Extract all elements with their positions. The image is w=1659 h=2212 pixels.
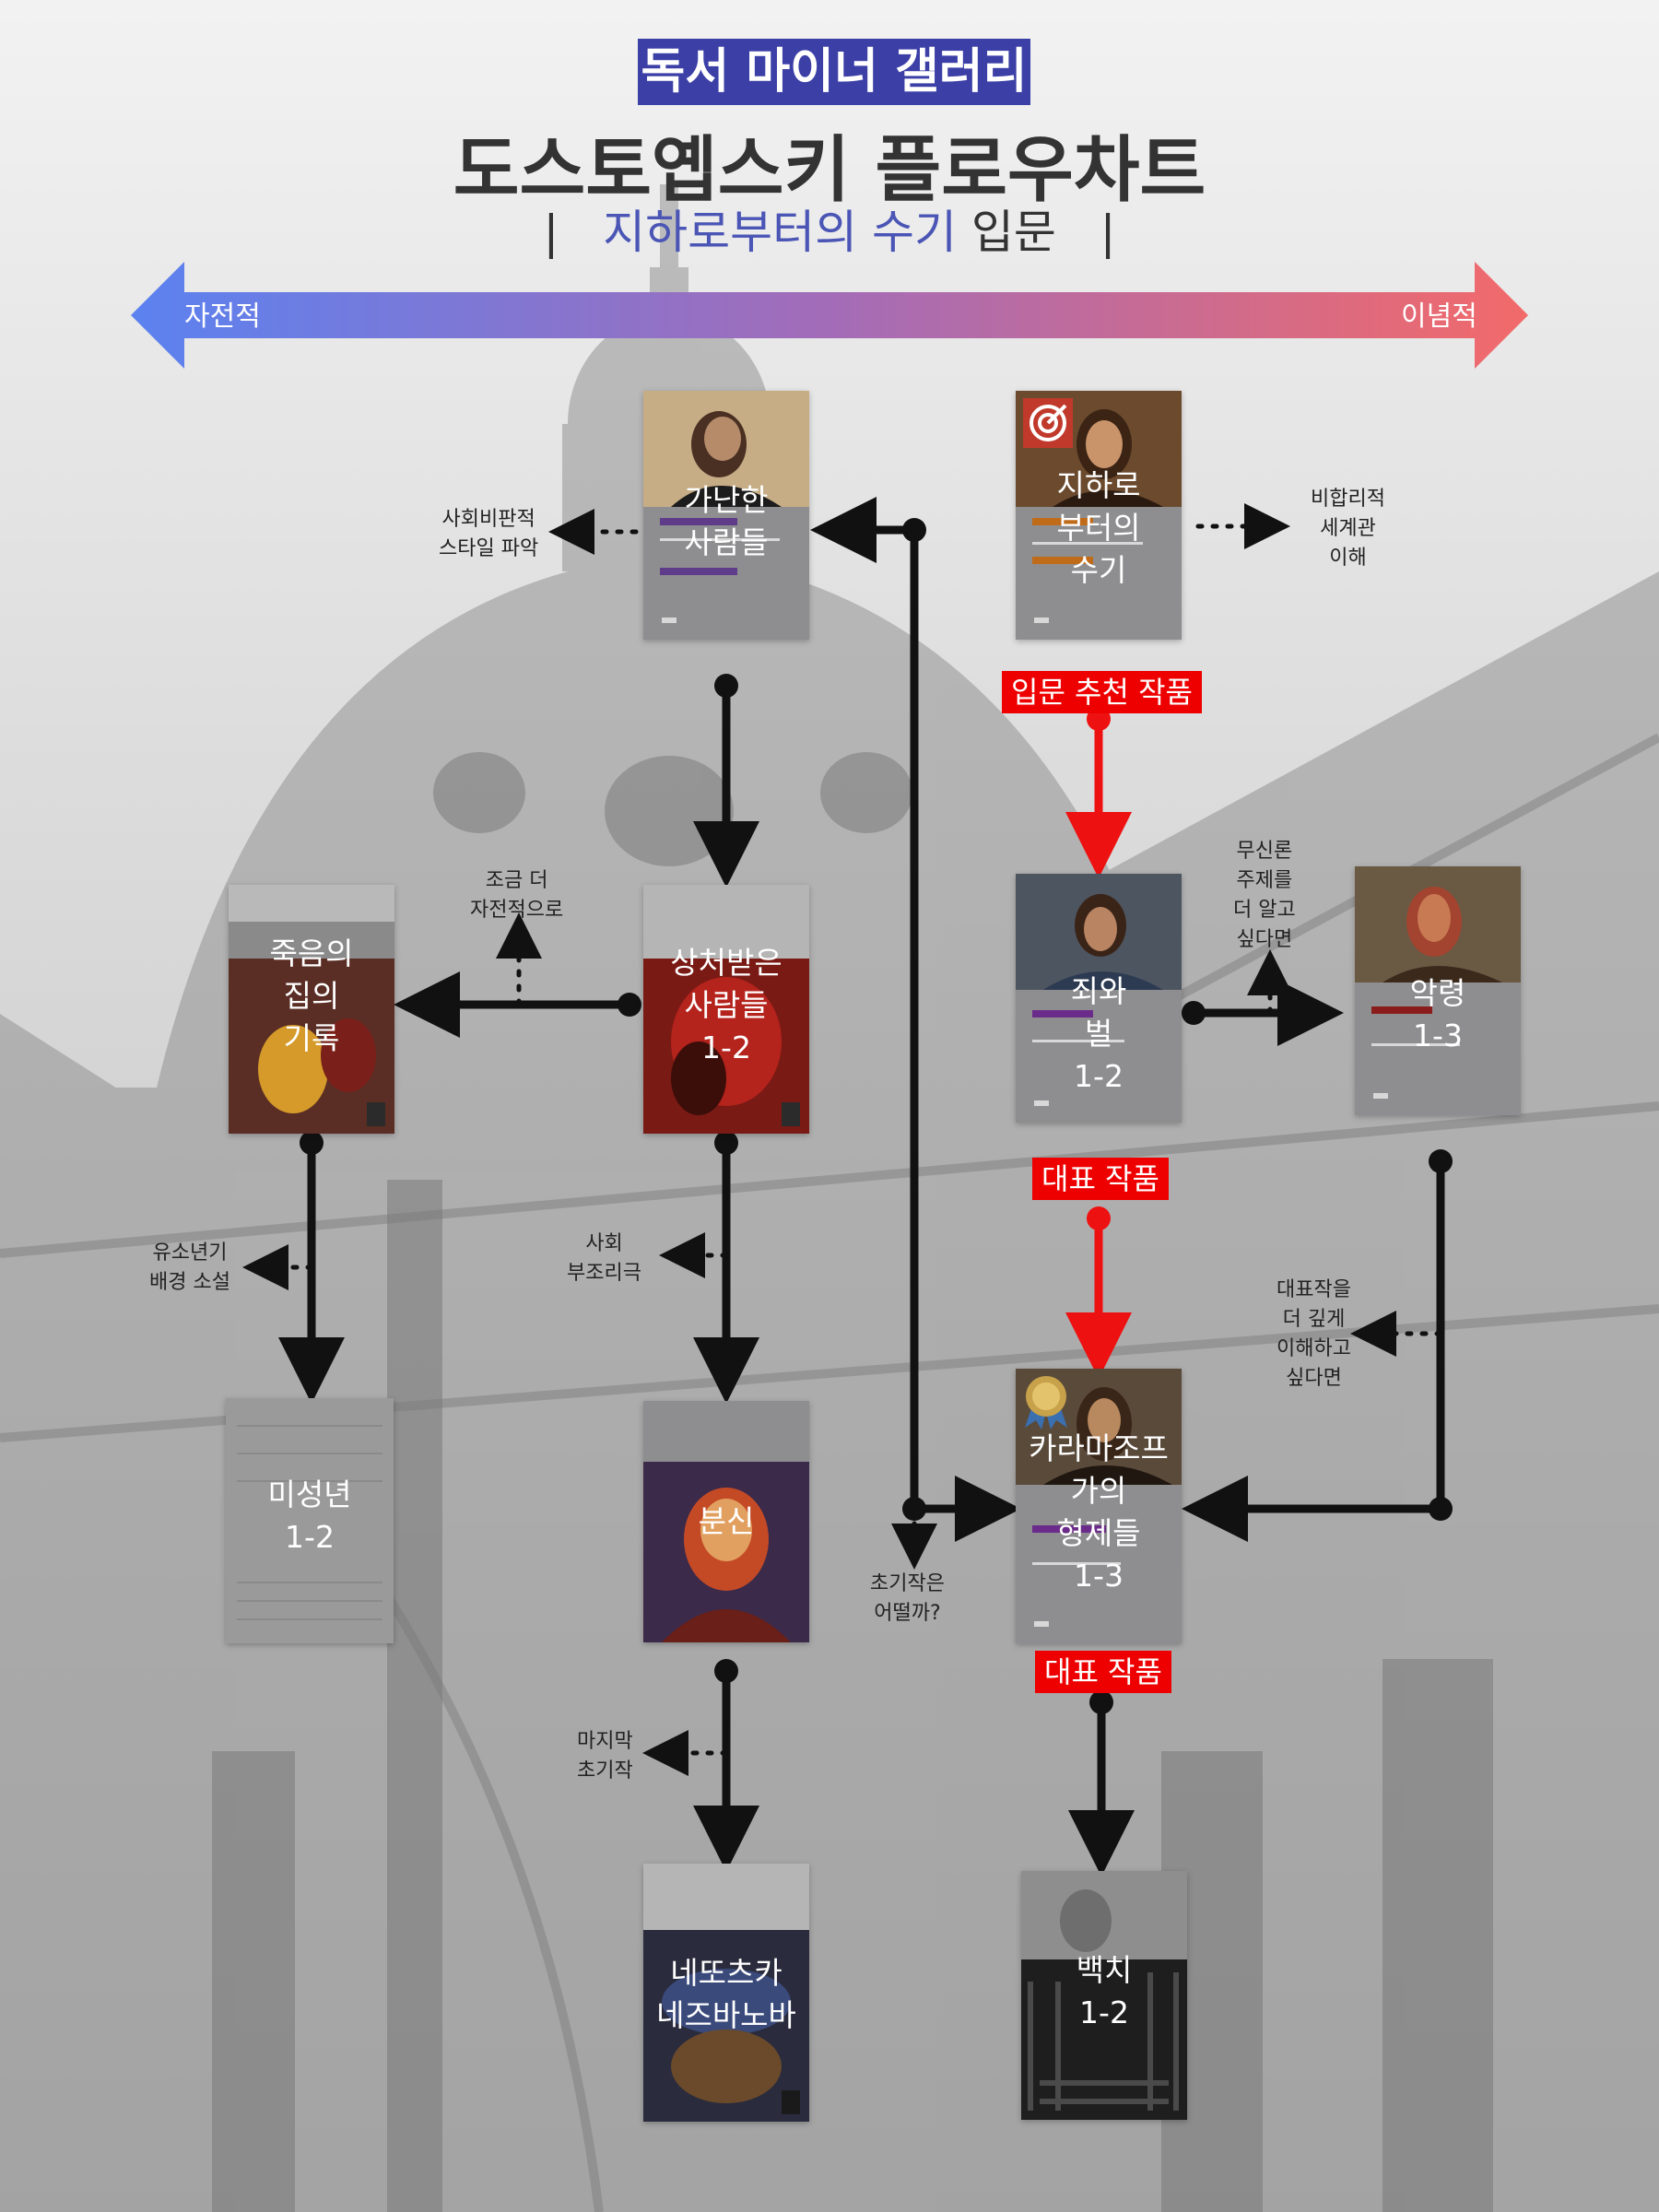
connector-dot xyxy=(1429,1149,1453,1173)
representative-work-tag: 대표 작품 xyxy=(1032,1158,1169,1200)
axis-right-label: 이념적 xyxy=(1401,300,1477,333)
subtitle-accent: 지하로부터의 수기 xyxy=(603,206,957,259)
connector-dot xyxy=(618,993,641,1017)
portrait-image xyxy=(1355,866,1521,982)
page-title: 도스토옙스키 플로우차트 xyxy=(453,129,1206,212)
connector-dot xyxy=(714,1659,738,1683)
gallery-tag: 독서 마이너 갤러리 xyxy=(638,39,1030,105)
cover-image xyxy=(643,1864,809,2122)
representative-work-tag: 대표 작품 xyxy=(1035,1651,1171,1693)
cover-image xyxy=(229,885,394,1134)
connector-dot xyxy=(902,1497,926,1521)
cover-image xyxy=(643,885,809,1134)
subtitle-bar-right: | xyxy=(1100,206,1116,259)
book-double[interactable]: 분신 xyxy=(643,1401,809,1642)
connector-dot-red xyxy=(1087,1206,1111,1230)
page-subtitle: | 지하로부터의 수기 입문 | xyxy=(0,195,1659,262)
connector-dot xyxy=(1182,1001,1206,1025)
axis-arrow xyxy=(131,262,1528,369)
portrait-image xyxy=(643,391,809,507)
subtitle-rest: 입문 xyxy=(957,206,1056,259)
cover-image xyxy=(226,1398,394,1643)
subtitle-bar-left: | xyxy=(543,206,559,259)
connector-dot xyxy=(300,1131,324,1155)
connector-dot xyxy=(714,1131,738,1155)
book-title: 분신 xyxy=(698,1503,755,1539)
connector-dot xyxy=(1429,1497,1453,1521)
cover-image xyxy=(1021,1871,1187,2120)
connector-dot xyxy=(1089,1690,1113,1714)
medal-icon xyxy=(1025,1376,1067,1430)
intro-recommendation-tag: 입문 추천 작품 xyxy=(1002,671,1202,713)
connector-dot xyxy=(902,518,926,542)
cover-image xyxy=(643,1401,809,1642)
connector-dot xyxy=(714,674,738,698)
target-icon xyxy=(1023,398,1073,448)
axis-left-label: 자전적 xyxy=(184,300,261,333)
portrait-image xyxy=(1016,874,1182,990)
